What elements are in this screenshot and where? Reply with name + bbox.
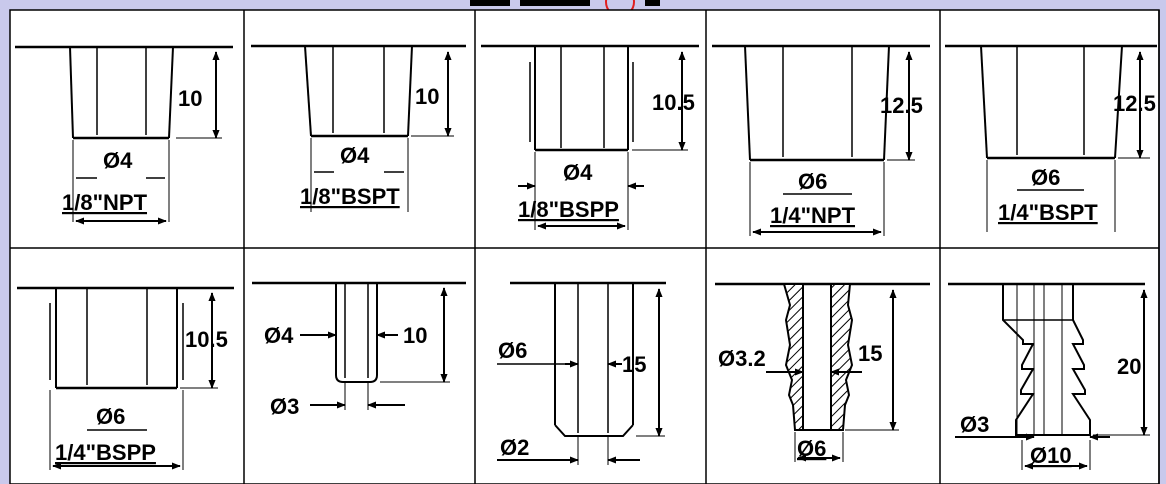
fitting-1-4-bspp (17, 286, 234, 470)
fitting-hose-3-2 (715, 282, 930, 462)
height-label: 12.5 (1113, 91, 1156, 116)
height-label: 10 (403, 323, 427, 348)
diameter-label: Ø6 (798, 169, 827, 194)
fitting-1-8-bspp (481, 44, 699, 230)
height-label: 12.5 (880, 93, 923, 118)
fitting-barb-4 (252, 281, 466, 410)
diameter-label: Ø4 (103, 148, 133, 173)
fitting-stepped-barb (948, 282, 1150, 470)
height-label: 15 (858, 341, 882, 366)
diameter-label: Ø4 (340, 143, 370, 168)
inner-diameter-label: Ø2 (500, 435, 529, 460)
height-label: 15 (622, 352, 646, 377)
thread-label: 1/8"BSPT (300, 184, 400, 209)
inner-diameter-label: Ø10 (1030, 443, 1072, 468)
thread-label: 1/8"NPT (62, 190, 148, 215)
height-label: 10.5 (652, 90, 695, 115)
outer-diameter-label: Ø3 (960, 412, 989, 437)
inner-diameter-label: Ø6 (797, 436, 826, 461)
thread-label: 1/4"BSPT (998, 200, 1098, 225)
outer-diameter-label: Ø3.2 (718, 346, 766, 371)
thread-label: 1/4"BSPP (55, 440, 156, 465)
fitting-1-4-npt (712, 44, 930, 236)
fitting-1-8-npt (15, 45, 233, 225)
diameter-label: Ø6 (96, 404, 125, 429)
diameter-label: Ø4 (563, 160, 593, 185)
diameter-label: Ø6 (1031, 165, 1060, 190)
height-label: 10.5 (185, 327, 228, 352)
fitting-1-4-bspt (945, 44, 1157, 232)
outer-diameter-label: Ø6 (498, 338, 527, 363)
table-grid (9, 9, 1160, 484)
height-label: 10 (415, 84, 439, 109)
inner-diameter-label: Ø3 (270, 394, 299, 419)
outer-diameter-label: Ø4 (264, 323, 294, 348)
thread-label: 1/4"NPT (770, 203, 856, 228)
fitting-1-8-bspt (251, 44, 466, 212)
height-label: 20 (1117, 354, 1141, 379)
fitting-barb-6 (497, 281, 666, 465)
thread-label: 1/8"BSPP (518, 197, 619, 222)
height-label: 10 (178, 86, 202, 111)
